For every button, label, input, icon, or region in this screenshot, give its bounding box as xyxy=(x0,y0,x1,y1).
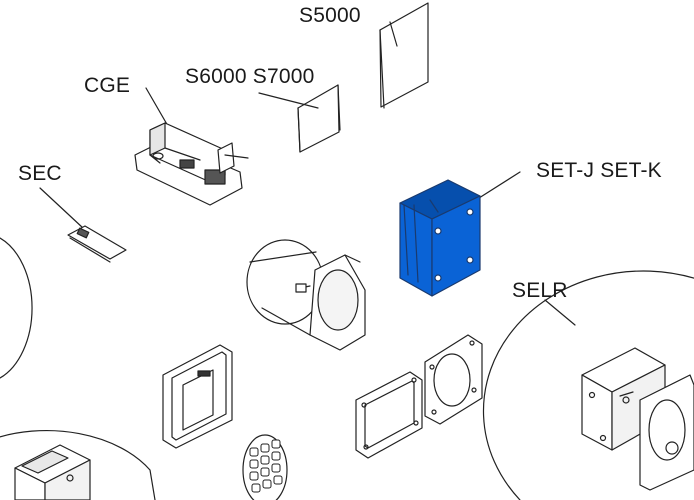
gasket-frame-left[interactable] xyxy=(355,371,423,459)
cge-module[interactable] xyxy=(134,87,249,206)
s6000-s7000-plate[interactable] xyxy=(258,84,341,153)
label-s5000: S5000 xyxy=(299,4,361,27)
gasket-frame-right[interactable] xyxy=(424,334,483,425)
label-selr: SELR xyxy=(512,279,568,302)
selr-box[interactable] xyxy=(544,299,694,491)
left-detail-circle xyxy=(0,237,33,379)
bottom-left-detail-circle xyxy=(0,429,156,500)
label-s6000-s7000: S6000 S7000 xyxy=(185,65,315,88)
wall-plate[interactable] xyxy=(162,344,233,449)
s5000-plate[interactable] xyxy=(379,2,429,109)
sec-leader xyxy=(39,187,84,229)
bottom-left-box[interactable] xyxy=(14,444,91,500)
selr-leader xyxy=(544,299,576,326)
s6000-s7000-leader xyxy=(258,92,319,109)
sec-card[interactable] xyxy=(39,187,127,263)
keypad[interactable] xyxy=(242,434,288,500)
s5000-leader xyxy=(389,21,398,47)
label-cge: CGE xyxy=(84,74,131,97)
selr-detail-circle xyxy=(482,270,694,500)
label-sec: SEC xyxy=(18,162,62,185)
label-set-j-set-k: SET-J SET-K xyxy=(536,159,662,182)
set-j-set-k-box[interactable] xyxy=(399,171,521,297)
motor-cylinder[interactable] xyxy=(246,239,366,351)
